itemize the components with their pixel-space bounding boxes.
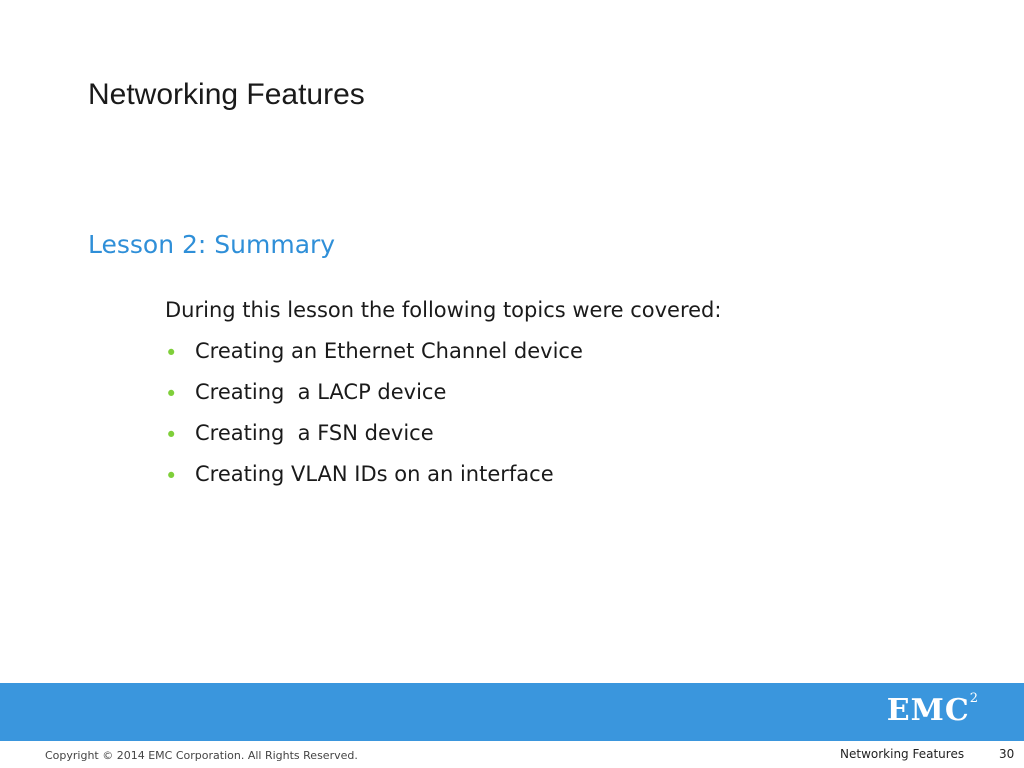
footer-title: Networking Features xyxy=(840,747,965,761)
summary-bullet-text: Creating a LACP device xyxy=(195,380,447,404)
bullet-icon: • xyxy=(165,341,178,365)
slide-title: Networking Features xyxy=(88,78,365,111)
emc-logo-text: EMC xyxy=(886,693,970,728)
summary-bullet-text: Creating VLAN IDs on an interface xyxy=(195,462,554,486)
page-number: 30 xyxy=(999,747,1015,761)
summary-bullet-text: Creating a FSN device xyxy=(195,421,434,445)
summary-bullet: • Creating VLAN IDs on an interface xyxy=(165,462,554,503)
summary-intro: During this lesson the following topics … xyxy=(165,298,722,322)
bullet-icon: • xyxy=(165,382,178,406)
bullet-icon: • xyxy=(165,423,178,447)
summary-bullet: • Creating an Ethernet Channel device xyxy=(165,339,583,380)
emc-logo-superscript: 2 xyxy=(969,691,979,706)
bullet-icon: • xyxy=(165,464,178,488)
lesson-heading: Lesson 2: Summary xyxy=(88,230,336,259)
emc-logo: EMC2 xyxy=(886,691,979,728)
footer-band: EMC2 xyxy=(0,683,1024,741)
summary-bullet: • Creating a FSN device xyxy=(165,421,434,462)
summary-bullet-text: Creating an Ethernet Channel device xyxy=(195,339,583,363)
summary-bullet: • Creating a LACP device xyxy=(165,380,446,421)
summary-bullet-list: • Creating an Ethernet Channel device • … xyxy=(165,339,583,503)
footer-copyright: Copyright © 2014 EMC Corporation. All Ri… xyxy=(45,749,358,762)
